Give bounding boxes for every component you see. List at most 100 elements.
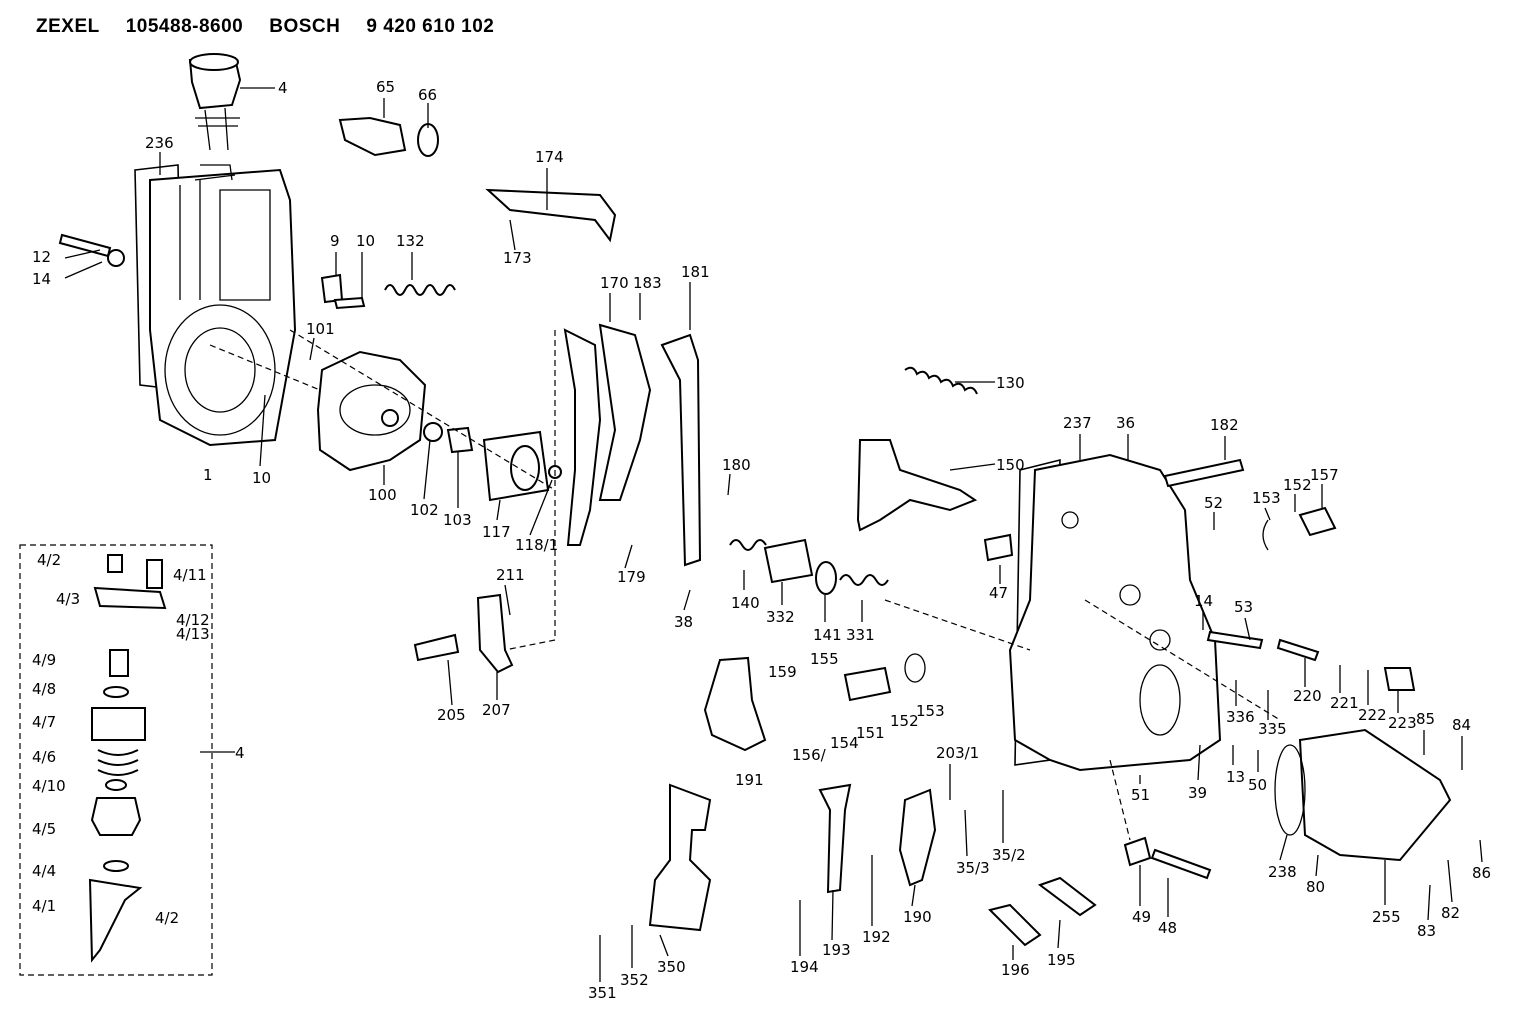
washer-66 [417,123,439,157]
label-117: 117 [482,523,511,541]
label-14b: 14 [1194,592,1213,610]
label-155: 155 [810,650,839,668]
label-350: 350 [657,958,686,976]
label-13: 13 [1226,768,1245,786]
label-205: 205 [437,706,466,724]
leader-lines [64,98,1483,982]
label-237: 237 [1063,414,1092,432]
label-4-12: 4/12 [176,611,210,629]
label-153: 153 [1252,489,1281,507]
label-174: 174 [535,148,564,166]
label-336: 336 [1226,708,1255,726]
label-4-3: 4/3 [56,590,80,608]
label-351: 351 [588,984,617,1002]
label-207: 207 [482,701,511,719]
label-51: 51 [1131,786,1150,804]
diagram-header: ZEXEL 105488-8600 BOSCH 9 420 610 102 [36,16,520,38]
label-331: 331 [846,626,875,644]
plug-47 [983,533,1014,562]
ring-153b [904,653,926,683]
block-191 [703,656,767,752]
label-103: 103 [443,511,472,529]
sleeve-196 [988,903,1042,947]
label-83: 83 [1417,922,1436,940]
label-203-1: 203/1 [936,744,979,762]
label-173: 173 [503,249,532,267]
label-65: 65 [376,78,395,96]
label-4-4: 4/4 [32,862,56,880]
label-4-9: 4/9 [32,651,56,669]
spring-132 [384,284,456,296]
label-84: 84 [1452,716,1471,734]
lever-181 [660,333,702,567]
label-153b: 153 [916,702,945,720]
label-4-10: 4/10 [32,777,66,795]
kit-4-box [19,544,213,976]
label-4-6: 4/6 [32,748,56,766]
label-180: 180 [722,456,751,474]
assembly-line-3 [504,330,556,651]
label-4-8: 4/8 [32,680,56,698]
brand-bosch: BOSCH [269,16,341,37]
label-35-3: 35/3 [956,859,990,877]
label-80: 80 [1306,878,1325,896]
label-50: 50 [1248,776,1267,794]
bolt-182 [1163,458,1245,488]
part-number-zexel: 105488-8600 [125,16,244,37]
label-4-1: 4/1 [32,897,56,915]
assembly-line-4 [884,599,1031,651]
label-152: 152 [1283,476,1312,494]
shaft-205 [413,633,460,662]
label-4-13: 4/13 [176,625,210,643]
label-4-5: 4/5 [32,820,56,838]
spring-130 [904,366,978,395]
label-151: 151 [856,724,885,742]
label-100: 100 [368,486,397,504]
sleeve-332 [763,538,814,584]
washer-102 [423,422,443,442]
bolt-48 [1150,848,1212,880]
screw-220 [1276,638,1320,662]
plug-223 [1383,667,1416,691]
spring-331 [839,574,889,586]
fitting-65 [338,116,407,157]
label-14: 14 [32,270,51,288]
label-223: 223 [1388,714,1417,732]
bracket-350 [648,783,712,932]
lever-assembly [598,323,652,501]
assembly-line-2 [289,329,556,491]
label-85: 85 [1416,710,1435,728]
label-190: 190 [903,908,932,926]
label-222: 222 [1358,706,1387,724]
label-352: 352 [620,971,649,989]
label-192: 192 [862,928,891,946]
brand-zexel: ZEXEL [36,16,100,37]
nut-49 [1123,836,1152,867]
label-157: 157 [1310,466,1339,484]
screw-53 [1206,630,1264,650]
label-196: 196 [1001,961,1030,979]
lever-150 [856,439,978,532]
label-130: 130 [996,374,1025,392]
plug-157 [1298,506,1337,537]
bracket-174 [485,188,617,243]
label-9: 9 [330,232,340,250]
label-86: 86 [1472,864,1491,882]
label-4-2b: 4/2 [155,909,179,927]
label-66: 66 [418,86,437,104]
spring-140 [729,539,767,551]
label-4-2a: 4/2 [37,551,61,569]
part-number-bosch: 9 420 610 102 [366,16,495,37]
label-10: 10 [356,232,375,250]
label-82: 82 [1441,904,1460,922]
label-195: 195 [1047,951,1076,969]
plate-190 [898,788,937,887]
label-53: 53 [1234,598,1253,616]
label-179: 179 [617,568,646,586]
bracket-9 [320,273,344,304]
label-236: 236 [145,134,174,152]
ring-141 [815,561,837,595]
end-cover-80 [1298,728,1452,862]
label-152b: 152 [890,712,919,730]
